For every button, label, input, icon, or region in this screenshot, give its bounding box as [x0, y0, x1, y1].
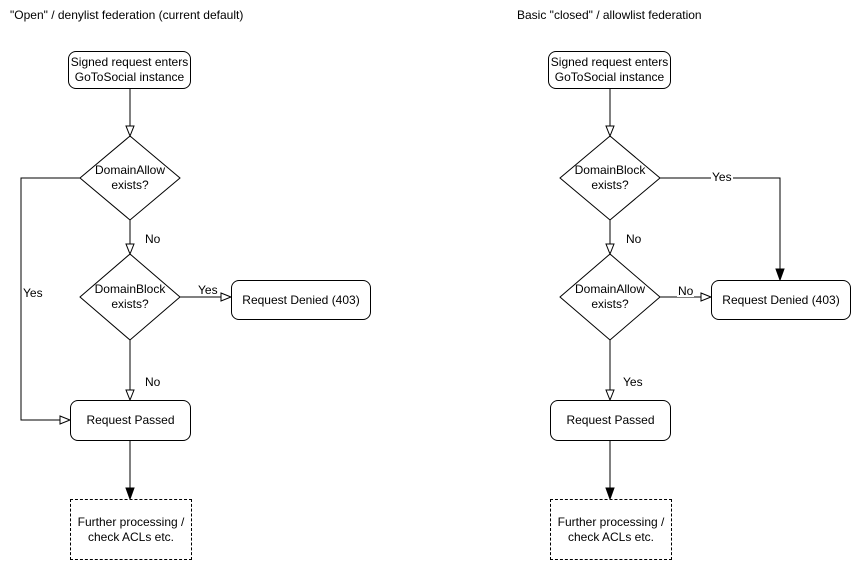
flow-left-decision1-label: DomainAllow exists?: [94, 163, 166, 192]
flow-right-title: Basic "closed" / allowlist federation: [517, 8, 702, 22]
edge-label-right-decision1-no: No: [625, 232, 643, 246]
flow-right-further-node: Further processing / check ACLs etc.: [550, 499, 672, 560]
flow-left-passed-node: Request Passed: [70, 400, 191, 441]
edge-label-left-decision1-no: No: [144, 232, 162, 246]
edge-left-decision1-yes: [20, 177, 80, 425]
edge-label-left-decision2-no: No: [144, 375, 162, 389]
flow-left-start-node: Signed request enters GoToSocial instanc…: [68, 51, 191, 89]
edge-label-right-decision2-yes: Yes: [622, 375, 644, 389]
flow-right-start-node: Signed request enters GoToSocial instanc…: [548, 51, 671, 89]
edge-right-decision1-yes: [660, 177, 785, 282]
edge-label-left-decision2-yes: Yes: [197, 283, 219, 297]
flow-left-further-node: Further processing / check ACLs etc.: [70, 499, 192, 560]
flow-right-decision2-label: DomainAllow exists?: [574, 282, 646, 311]
flow-left-title: "Open" / denylist federation (current de…: [10, 8, 244, 22]
edge-label-right-decision1-yes: Yes: [711, 170, 733, 184]
edge-label-right-decision2-no: No: [677, 284, 695, 298]
flow-right-decision1-label: DomainBlock exists?: [574, 163, 646, 192]
flow-left-decision2-label: DomainBlock exists?: [94, 282, 166, 311]
flow-left-denied-node: Request Denied (403): [231, 280, 371, 320]
edge-label-left-decision1-yes: Yes: [22, 286, 44, 300]
flow-right-passed-node: Request Passed: [550, 400, 671, 441]
flow-right-denied-node: Request Denied (403): [711, 280, 851, 320]
